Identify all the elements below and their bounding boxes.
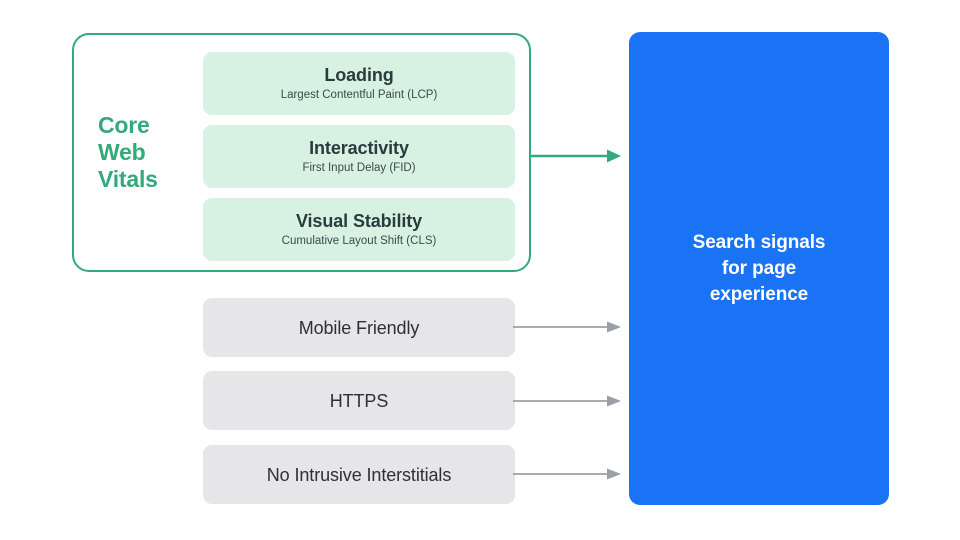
core-web-vitals-label-line-3: Vitals (98, 166, 158, 192)
signal-card-no-intrusive-interstitials[interactable]: No Intrusive Interstitials (203, 445, 515, 504)
core-web-vitals-label-line-2: Web (98, 139, 146, 165)
signal-card-mobile-friendly[interactable]: Mobile Friendly (203, 298, 515, 357)
signal-card-https[interactable]: HTTPS (203, 371, 515, 430)
search-signals-title-line-2: for page (721, 257, 797, 279)
core-web-vitals-group (72, 33, 531, 272)
core-web-vitals-arrow-icon (529, 147, 623, 165)
signal-card-title: HTTPS (329, 390, 389, 411)
no-intrusive-interstitials-arrow-icon (513, 465, 623, 483)
search-signals-panel-title: Search signals for page experience (675, 230, 844, 308)
vital-card-loading[interactable]: Loading Largest Contentful Paint (LCP) (203, 52, 515, 115)
vital-card-subtitle: Cumulative Layout Shift (CLS) (281, 235, 437, 247)
vital-card-visual-stability[interactable]: Visual Stability Cumulative Layout Shift… (203, 198, 515, 261)
vital-card-title: Loading (324, 65, 394, 85)
mobile-friendly-arrow-icon (513, 318, 623, 336)
core-web-vitals-group-label: Core Web Vitals (98, 112, 190, 193)
signal-card-title: Mobile Friendly (298, 317, 420, 338)
https-arrow-icon (513, 392, 623, 410)
vital-card-subtitle: Largest Contentful Paint (LCP) (280, 89, 438, 101)
vital-card-interactivity[interactable]: Interactivity First Input Delay (FID) (203, 125, 515, 188)
vital-card-subtitle: First Input Delay (FID) (302, 162, 416, 174)
search-signals-title-line-3: experience (709, 283, 809, 305)
signal-card-title: No Intrusive Interstitials (266, 464, 452, 485)
search-signals-panel[interactable]: Search signals for page experience (629, 32, 889, 505)
core-web-vitals-label-line-1: Core (98, 112, 150, 138)
search-signals-title-line-1: Search signals (692, 231, 826, 253)
vital-card-title: Visual Stability (295, 211, 423, 231)
vital-card-title: Interactivity (309, 138, 409, 158)
